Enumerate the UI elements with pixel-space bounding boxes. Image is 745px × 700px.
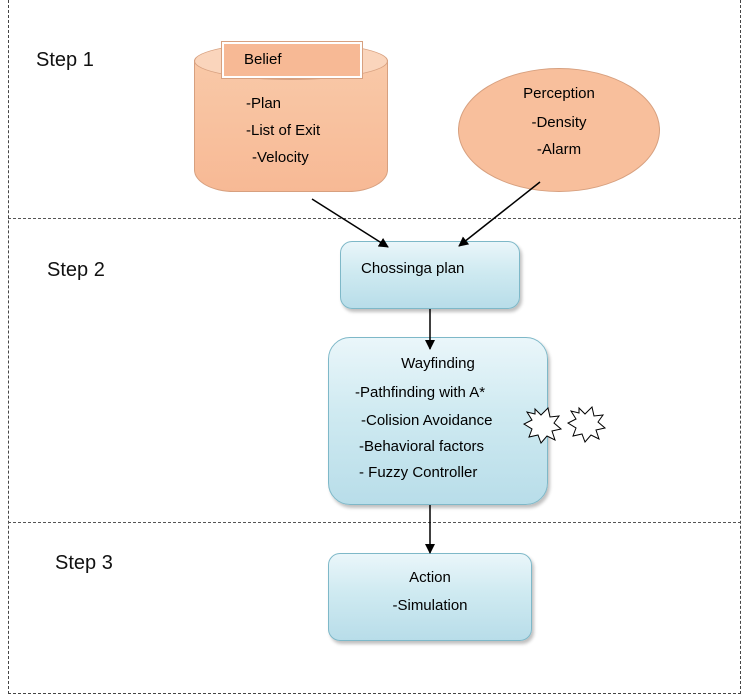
choosing-plan-box: Chossinga plan [340, 241, 520, 309]
wayfinding-item-pathfinding: -Pathfinding with A* [355, 384, 486, 401]
belief-items: -Plan -List of Exit -Velocity [246, 90, 320, 171]
belief-title: Belief [221, 41, 363, 79]
action-title: Action [409, 569, 451, 586]
wayfinding-title: Wayfinding [401, 355, 475, 372]
wayfinding-box: Wayfinding -Pathfinding with A* -Colisio… [328, 337, 548, 505]
belief-item-exits: -List of Exit [246, 122, 321, 139]
belief-item-plan: -Plan [246, 95, 282, 112]
choosing-plan-label: Chossinga plan [361, 260, 465, 277]
belief-cylinder: Belief -Plan -List of Exit -Velocity [194, 41, 388, 192]
step-3-label: Step 3 [55, 552, 113, 574]
action-item-simulation: -Simulation [392, 597, 468, 614]
wayfinding-item-fuzzy: - Fuzzy Controller [359, 464, 478, 481]
step-divider-2 [8, 522, 741, 523]
wayfinding-item-behavioral: -Behavioral factors [359, 438, 485, 455]
wayfinding-item-collision: -Colision Avoidance [361, 412, 493, 429]
perception-ellipse: Perception -Density -Alarm [458, 68, 660, 192]
step-divider-1 [8, 218, 741, 219]
step-1-label: Step 1 [36, 49, 94, 71]
step-2-label: Step 2 [47, 259, 105, 281]
action-box: Action -Simulation [328, 553, 532, 641]
diagram-frame [8, 0, 741, 694]
perception-item-density: -Density [531, 114, 587, 131]
belief-item-velocity: -Velocity [252, 149, 309, 166]
perception-title: Perception [523, 85, 595, 102]
cylinder-body [194, 60, 388, 192]
perception-item-alarm: -Alarm [536, 141, 582, 158]
